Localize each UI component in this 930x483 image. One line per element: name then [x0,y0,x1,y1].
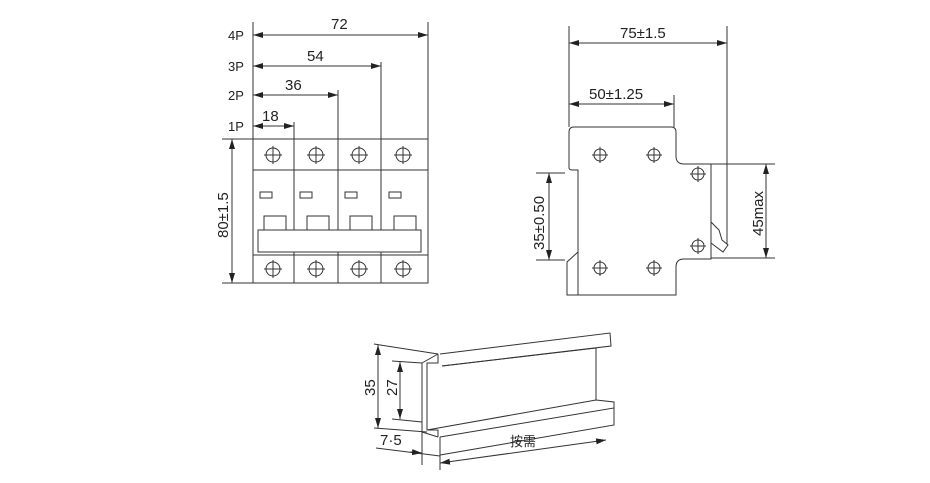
dim-rail-27: 27 [384,379,401,396]
dim-rail-height: 35±0.50 [531,196,548,250]
dim-width-2p: 36 [285,77,302,94]
dim-front-depth: 50±1.25 [589,86,643,103]
clip-hook [710,221,729,253]
din-rail: 35 27 7·5 按需 [362,332,615,470]
dim-front-height: 45max [750,190,767,236]
dim-width-4p: 72 [331,16,348,33]
side-view: 75±1.5 50±1.25 35±0.50 45max [531,25,775,296]
dim-rail-35: 35 [362,379,379,396]
label-3p: 3P [228,59,244,74]
dim-rail-length: 按需 [510,434,536,449]
label-2p: 2P [228,88,244,103]
label-4p: 4P [228,28,244,43]
label-1p: 1P [228,119,244,134]
screw-terminal-icons [264,146,412,278]
dim-height: 80±1.5 [215,192,232,238]
dim-width-3p: 54 [307,48,324,65]
screw-terminal-icons [592,147,706,276]
front-view: 1P 2P 3P 4P 18 36 54 72 80±1.5 [215,16,429,284]
dim-depth: 75±1.5 [620,25,666,42]
dim-width-1p: 18 [262,108,279,125]
dim-rail-flange: 7·5 [380,432,402,449]
